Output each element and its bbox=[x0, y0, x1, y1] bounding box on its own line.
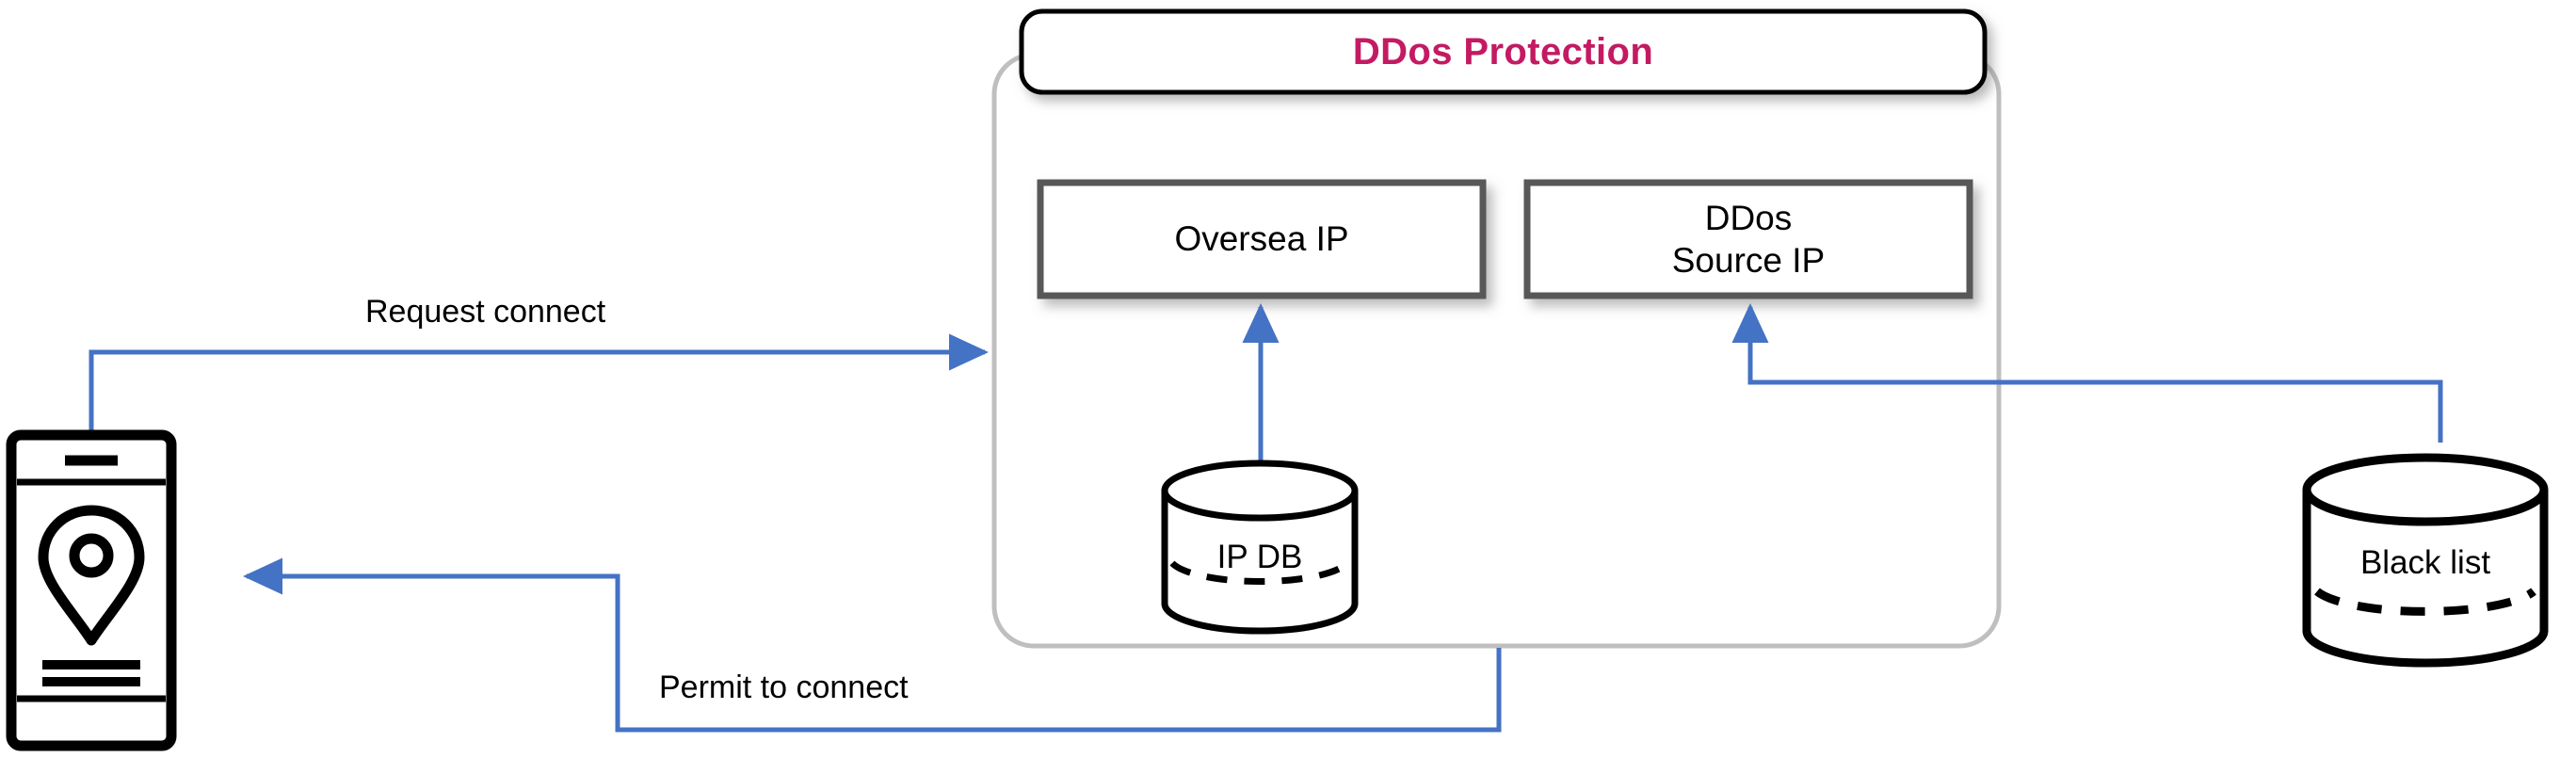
black-list-label: Black list bbox=[2359, 544, 2491, 581]
ip-db-label: IP DB bbox=[1216, 539, 1303, 575]
ddos-source-ip-label: DDos Source IP bbox=[1527, 183, 1970, 296]
ddos-protection-container bbox=[991, 52, 2002, 649]
permit-to-connect-label: Permit to connect bbox=[659, 669, 909, 705]
page-title: DDos Protection bbox=[1352, 30, 1654, 73]
connector-request-connect bbox=[89, 333, 990, 435]
ddos-source-ip-label-line2: Source IP bbox=[1671, 241, 1826, 280]
ddos-source-ip-label-line1: DDos bbox=[1704, 198, 1793, 237]
request-connect-label: Request connect bbox=[365, 294, 606, 330]
connector-blacklist-to-ddos-source bbox=[1731, 302, 2443, 443]
connector-permit-to-connect bbox=[242, 557, 1502, 733]
oversea-ip-label: Oversea IP bbox=[1174, 219, 1349, 258]
mobile-phone-icon[interactable] bbox=[6, 429, 177, 751]
